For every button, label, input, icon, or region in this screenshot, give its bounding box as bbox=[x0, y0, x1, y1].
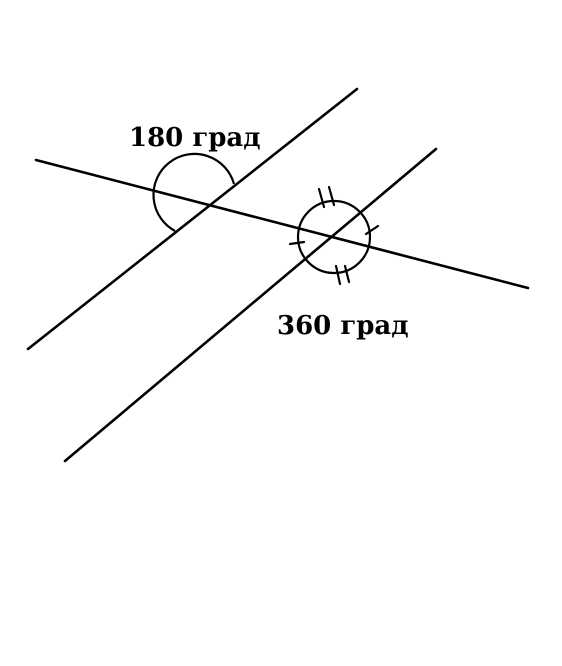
angle-label-180: 180 град bbox=[129, 123, 261, 153]
parallel-line-2 bbox=[63, 147, 438, 463]
angle-tick-marks bbox=[288, 185, 380, 286]
transversal-line bbox=[34, 158, 530, 290]
angle-arc-180 bbox=[152, 152, 236, 232]
parallel-line-1 bbox=[26, 87, 359, 351]
angle-label-360: 360 град bbox=[277, 311, 409, 341]
